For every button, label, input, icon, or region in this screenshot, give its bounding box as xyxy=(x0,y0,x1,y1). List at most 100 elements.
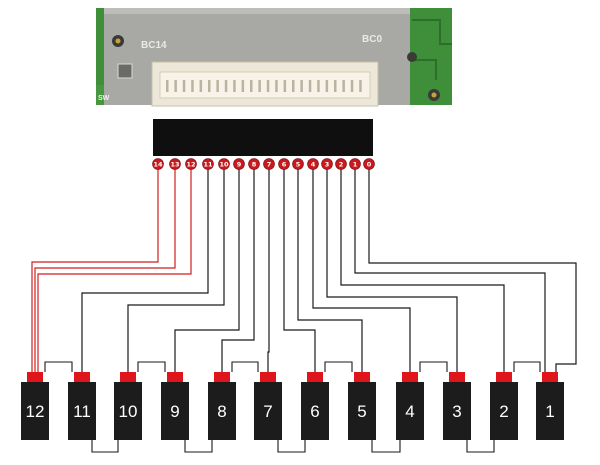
battery-cell-label: 5 xyxy=(357,402,366,421)
connector-pin: 10 xyxy=(218,158,230,170)
pcb-trace xyxy=(414,59,437,80)
sense-wire xyxy=(127,169,225,372)
connector-pin-label: 10 xyxy=(219,160,229,168)
series-link-wire xyxy=(371,440,401,453)
connector-tooth xyxy=(350,80,354,92)
sense-wire xyxy=(37,169,192,372)
battery-cell: 2 xyxy=(490,372,518,440)
battery-cell: 8 xyxy=(208,372,236,440)
wire-header xyxy=(153,119,373,156)
connector-pin-label: 3 xyxy=(325,160,330,168)
battery-cell-terminal xyxy=(354,372,370,382)
connector-pin: 0 xyxy=(363,158,375,170)
battery-cell-body xyxy=(114,382,142,440)
battery-cell-label: 1 xyxy=(545,402,554,421)
battery-cell-label: 2 xyxy=(499,402,508,421)
sense-wire xyxy=(340,169,505,372)
connector-pin-dot xyxy=(218,158,230,170)
connector-pin: 14 xyxy=(152,158,164,170)
battery-cell-body xyxy=(348,382,376,440)
switch-label: SW xyxy=(98,95,110,102)
battery-cell-terminal xyxy=(496,372,512,382)
connector-tooth xyxy=(275,80,278,92)
connector-pin-dot xyxy=(292,158,304,170)
sense-wire xyxy=(31,169,159,372)
battery-cell: 9 xyxy=(161,372,189,440)
connector-pin-dot xyxy=(335,158,347,170)
sense-wire xyxy=(34,169,176,372)
connector-tooth xyxy=(166,80,169,92)
connector-pin-dot xyxy=(321,158,333,170)
connector-tooth xyxy=(334,80,337,92)
connector-tooth xyxy=(216,80,219,92)
connector-tooth xyxy=(233,80,236,92)
connector-pin-label: 7 xyxy=(267,160,272,168)
connector-tooth xyxy=(283,80,287,92)
connector-tooth xyxy=(224,80,228,92)
battery-cell-body xyxy=(254,382,282,440)
connector-pin-label: 5 xyxy=(296,160,301,168)
connector-tooth xyxy=(300,80,303,92)
series-link-wire xyxy=(184,440,213,453)
connector-pin-label: 1 xyxy=(353,160,358,168)
connector-pin: 1 xyxy=(349,158,361,170)
battery-cell-label: 9 xyxy=(170,402,179,421)
sense-wire xyxy=(354,169,546,372)
connector-pin: 8 xyxy=(248,158,260,170)
connector-pin-label: 8 xyxy=(252,160,257,168)
mounting-screw-center xyxy=(115,38,121,44)
battery-cell-terminal xyxy=(260,372,276,382)
series-link-wire xyxy=(324,361,353,372)
pcb-trace xyxy=(412,19,452,45)
connector-pin-dot xyxy=(278,158,290,170)
battery-cell-body xyxy=(161,382,189,440)
battery-cell-body xyxy=(21,382,49,440)
connector-pin-dot xyxy=(307,158,319,170)
series-link-wire xyxy=(466,440,495,453)
connector-pin-dot xyxy=(263,158,275,170)
connector-tooth xyxy=(308,80,312,92)
series-link-wire xyxy=(231,361,259,372)
connector-pin: 11 xyxy=(202,158,214,170)
connector-pin-label: 6 xyxy=(282,160,287,168)
connector-tooth xyxy=(208,80,211,92)
bms-board: BC14 BC0 SW xyxy=(96,8,452,107)
switch-button xyxy=(117,63,133,79)
mounting-screw-center xyxy=(431,92,437,98)
board-label-bc0: BC0 xyxy=(362,34,382,45)
connector-tooth xyxy=(174,80,177,92)
connector-pin: 6 xyxy=(278,158,290,170)
connector-teeth xyxy=(166,80,362,92)
connector-pin-label: 13 xyxy=(170,160,179,168)
connector-pin-dot xyxy=(152,158,164,170)
battery-cell-label: 8 xyxy=(217,402,226,421)
battery-cell: 7 xyxy=(254,372,282,440)
battery-cell-body xyxy=(490,382,518,440)
battery-cell: 3 xyxy=(443,372,471,440)
battery-cell-label: 12 xyxy=(26,402,45,421)
connector-pin-label: 4 xyxy=(311,160,316,168)
connector-tooth xyxy=(258,80,261,92)
battery-cell-body xyxy=(396,382,424,440)
battery-cell: 12 xyxy=(21,372,49,440)
sense-wire xyxy=(267,169,270,372)
battery-cell-body xyxy=(301,382,329,440)
connector-pin: 5 xyxy=(292,158,304,170)
connector-pin-label: 14 xyxy=(153,160,163,168)
battery-cell-label: 3 xyxy=(452,402,461,421)
connector-tooth xyxy=(317,80,320,92)
battery-cell: 5 xyxy=(348,372,376,440)
board-label-bc14: BC14 xyxy=(141,40,167,51)
mounting-screw xyxy=(407,52,417,62)
connector-pin-label: 9 xyxy=(237,160,242,168)
battery-cell-terminal xyxy=(167,372,183,382)
battery-cell-label: 11 xyxy=(73,402,91,421)
battery-cell-terminal xyxy=(449,372,465,382)
metal-shield-shade xyxy=(104,8,410,14)
connector-pin: 4 xyxy=(307,158,319,170)
connector-pin: 2 xyxy=(335,158,347,170)
battery-cell-terminal xyxy=(120,372,136,382)
battery-cell-terminal xyxy=(27,372,43,382)
